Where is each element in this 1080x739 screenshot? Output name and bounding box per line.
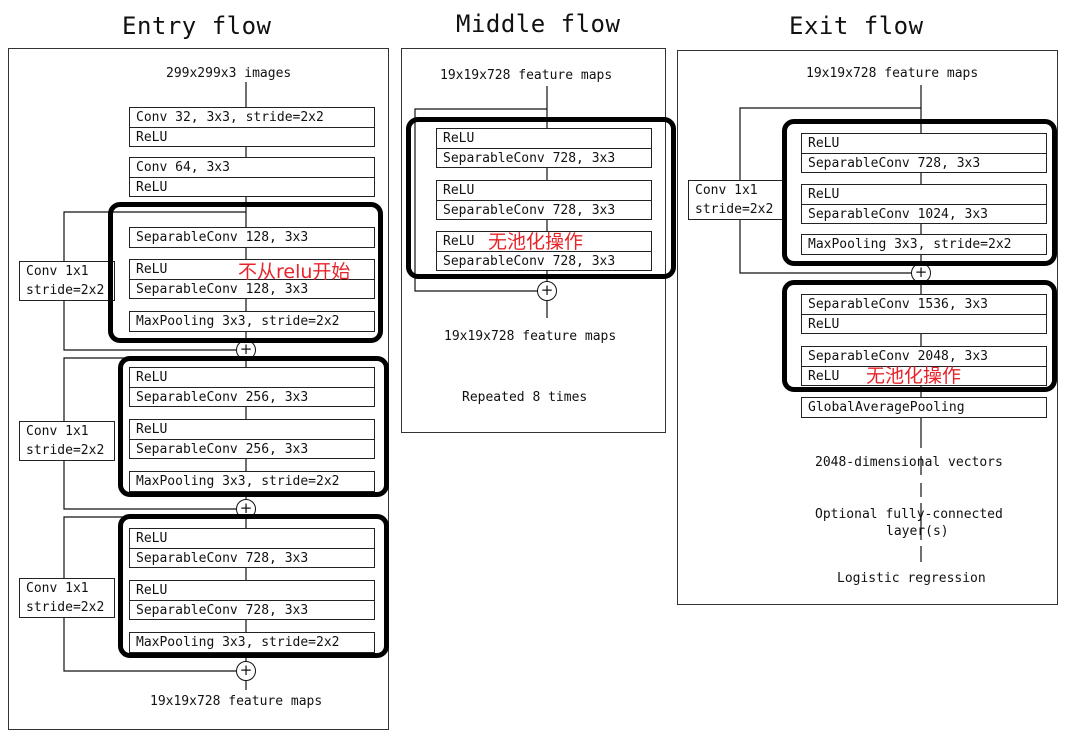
exit-annotation: 无池化操作 — [866, 365, 962, 387]
entry-conv1-box: Conv 32, 3x3, stride=2x2 ReLU — [129, 107, 375, 147]
entry-block2-relu-a: ReLU — [136, 370, 168, 385]
exit-sepconv-1536: SeparableConv 1536, 3x3 — [808, 297, 989, 312]
entry-conv2-box: Conv 64, 3x3 ReLU — [129, 157, 375, 197]
entry-skip3-conv: Conv 1x1 — [26, 581, 89, 596]
entry-skip2-conv-box: Conv 1x1 stride=2x2 — [19, 421, 115, 461]
entry-block2-sepconv-b: SeparableConv 256, 3x3 — [130, 439, 374, 458]
entry-output-label: 19x19x728 feature maps — [150, 694, 323, 709]
middle-input-label: 19x19x728 feature maps — [440, 68, 613, 83]
middle-box-a: ReLU SeparableConv 728, 3x3 — [436, 128, 652, 168]
exit-maxpool: MaxPooling 3x3, stride=2x2 — [801, 234, 1047, 255]
entry-block2-box-a: ReLU SeparableConv 256, 3x3 — [129, 367, 375, 407]
exit-vector-label: 2048-dimensional vectors — [815, 455, 1003, 470]
middle-add-node: + — [537, 281, 557, 301]
entry-block3-highlight — [118, 514, 389, 658]
entry-skip2-stride: stride=2x2 — [26, 443, 105, 458]
middle-sepconv-a: SeparableConv 728, 3x3 — [437, 148, 651, 167]
exit-fc-label-1: Optional fully-connected — [815, 507, 1003, 522]
middle-relu-b: ReLU — [443, 183, 475, 198]
entry-block2-relu-b: ReLU — [136, 422, 168, 437]
exit-block2-highlight — [782, 280, 1057, 392]
entry-block3-relu-a: ReLU — [136, 531, 168, 546]
entry-block3-box-b: ReLU SeparableConv 728, 3x3 — [129, 580, 375, 620]
exit-box-b: ReLU SeparableConv 1024, 3x3 — [801, 184, 1047, 224]
exit-logistic-label: Logistic regression — [837, 571, 986, 586]
exit-box-c: SeparableConv 1536, 3x3 ReLU — [801, 294, 1047, 334]
entry-conv2-layer: Conv 64, 3x3 — [136, 160, 230, 175]
entry-conv1-relu: ReLU — [130, 127, 374, 146]
middle-relu-a: ReLU — [443, 131, 475, 146]
entry-skip1-conv: Conv 1x1 — [26, 264, 89, 279]
entry-block1-maxpool: MaxPooling 3x3, stride=2x2 — [129, 311, 375, 332]
entry-skip3-stride: stride=2x2 — [26, 600, 105, 615]
entry-block2-box-b: ReLU SeparableConv 256, 3x3 — [129, 419, 375, 459]
entry-block2-sepconv-a: SeparableConv 256, 3x3 — [130, 387, 374, 406]
entry-block1-sepconv-a: SeparableConv 128, 3x3 — [129, 227, 375, 248]
entry-block3-box-a: ReLU SeparableConv 728, 3x3 — [129, 528, 375, 568]
entry-block2-highlight — [118, 356, 389, 497]
entry-block1-relu: ReLU — [136, 262, 168, 277]
entry-conv1-layer: Conv 32, 3x3, stride=2x2 — [136, 110, 324, 125]
entry-flow-title: Entry flow — [122, 12, 272, 40]
exit-relu-d: ReLU — [802, 366, 1046, 385]
exit-sepconv-2048: SeparableConv 2048, 3x3 — [808, 349, 989, 364]
entry-add-node-3: + — [236, 661, 256, 681]
middle-box-b: ReLU SeparableConv 728, 3x3 — [436, 180, 652, 220]
entry-input-label: 299x299x3 images — [166, 66, 292, 81]
exit-box-a: ReLU SeparableConv 728, 3x3 — [801, 133, 1047, 173]
entry-skip1-conv-box: Conv 1x1 stride=2x2 — [19, 261, 115, 301]
exit-relu-b: ReLU — [808, 187, 840, 202]
middle-box-c: ReLU SeparableConv 728, 3x3 — [436, 231, 652, 271]
entry-annotation: 不从relu开始 — [238, 261, 351, 283]
exit-sepconv-1024: SeparableConv 1024, 3x3 — [802, 204, 1046, 223]
exit-input-label: 19x19x728 feature maps — [806, 66, 979, 81]
exit-fc-label-2: layer(s) — [886, 524, 949, 539]
entry-block3-sepconv-a: SeparableConv 728, 3x3 — [130, 548, 374, 567]
entry-block1-sepconv-b: SeparableConv 128, 3x3 — [130, 279, 374, 298]
exit-skip-stride: stride=2x2 — [695, 202, 774, 217]
exit-skip-conv-box: Conv 1x1 stride=2x2 — [688, 180, 784, 220]
middle-sepconv-b: SeparableConv 728, 3x3 — [437, 200, 651, 219]
middle-sepconv-c: SeparableConv 728, 3x3 — [437, 251, 651, 270]
exit-block1-highlight — [782, 119, 1057, 266]
entry-block2-maxpool: MaxPooling 3x3, stride=2x2 — [129, 471, 375, 492]
exit-box-d: SeparableConv 2048, 3x3 ReLU — [801, 346, 1047, 386]
middle-output-label: 19x19x728 feature maps — [444, 329, 617, 344]
middle-block-highlight — [406, 117, 676, 279]
exit-sepconv-728: SeparableConv 728, 3x3 — [802, 153, 1046, 172]
middle-flow-title: Middle flow — [456, 10, 621, 38]
middle-relu-c: ReLU — [443, 234, 475, 249]
entry-skip2-conv: Conv 1x1 — [26, 424, 89, 439]
middle-annotation: 无池化操作 — [488, 231, 584, 253]
exit-relu-c: ReLU — [802, 314, 1046, 333]
entry-block3-relu-b: ReLU — [136, 583, 168, 598]
entry-block3-maxpool: MaxPooling 3x3, stride=2x2 — [129, 632, 375, 653]
entry-block1-relu-sepconv-box: ReLU SeparableConv 128, 3x3 — [129, 259, 375, 299]
exit-flow-title: Exit flow — [789, 12, 924, 40]
exit-global-avg-pooling: GlobalAveragePooling — [801, 397, 1047, 418]
entry-skip1-stride: stride=2x2 — [26, 283, 105, 298]
entry-block3-sepconv-b: SeparableConv 728, 3x3 — [130, 600, 374, 619]
exit-skip-conv: Conv 1x1 — [695, 183, 758, 198]
middle-repeat-label: Repeated 8 times — [462, 390, 588, 405]
entry-conv2-relu: ReLU — [130, 177, 374, 196]
entry-skip3-conv-box: Conv 1x1 stride=2x2 — [19, 578, 115, 618]
exit-relu-a: ReLU — [808, 136, 840, 151]
entry-block1-highlight — [108, 202, 383, 343]
